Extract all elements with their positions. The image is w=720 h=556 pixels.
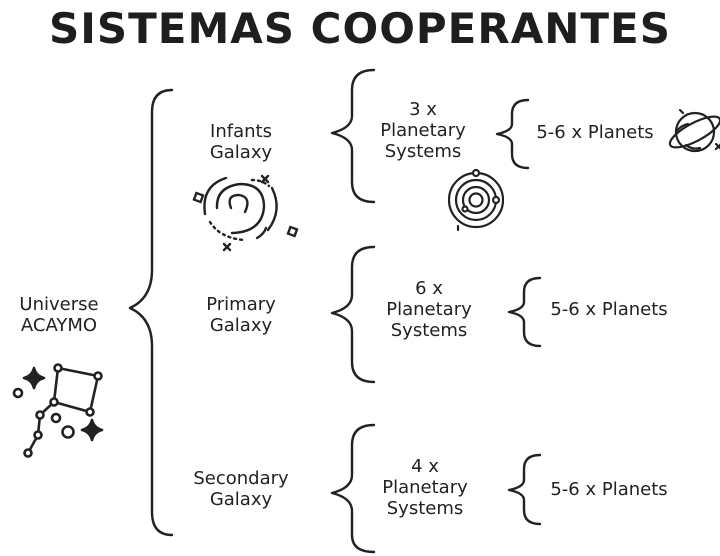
systems-label-infants: 3 x Planetary Systems <box>368 99 478 162</box>
solar-system-icon <box>447 168 505 232</box>
galaxy-label-primary: Primary Galaxy <box>181 294 301 336</box>
constellation-icon <box>12 363 104 458</box>
systems-word1: Planetary <box>382 477 468 498</box>
planets-label-infants: 5-6 x Planets <box>536 122 654 143</box>
systems-label-primary: 6 x Planetary Systems <box>374 278 484 341</box>
systems-word2: Systems <box>390 320 468 341</box>
galaxy-label-secondary: Secondary Galaxy <box>181 468 301 510</box>
systems-count: 4 x <box>411 456 439 477</box>
galaxy-icon <box>192 174 299 252</box>
systems-word1: Planetary <box>386 299 472 320</box>
systems-count: 6 x <box>415 278 443 299</box>
secondary-system-brace <box>507 453 542 526</box>
systems-word2: Systems <box>384 141 462 162</box>
galaxy-label-line1: Secondary <box>193 468 289 489</box>
galaxy-label-line1: Primary <box>206 294 276 315</box>
galaxy-label-line2: Galaxy <box>209 315 273 336</box>
primary-brace <box>330 245 376 384</box>
galaxy-label-line2: Galaxy <box>209 489 273 510</box>
infants-system-brace <box>495 98 530 170</box>
universe-label-line2: ACAYMO <box>20 315 98 336</box>
galaxy-label-line1: Infants <box>210 121 272 142</box>
universe-brace <box>128 88 174 537</box>
infants-brace <box>330 68 376 204</box>
systems-word1: Planetary <box>380 120 466 141</box>
primary-system-brace <box>507 276 542 348</box>
systems-count: 3 x <box>409 99 437 120</box>
planets-label-primary: 5-6 x Planets <box>550 299 668 320</box>
page-title: SISTEMAS COOPERANTES <box>49 4 671 53</box>
systems-word2: Systems <box>386 498 464 519</box>
universe-label: Universe ACAYMO <box>4 294 114 336</box>
secondary-brace <box>330 423 376 554</box>
universe-label-line1: Universe <box>19 294 99 315</box>
planet-icon <box>668 108 720 153</box>
galaxy-label-line2: Galaxy <box>209 142 273 163</box>
galaxy-label-infants: Infants Galaxy <box>181 121 301 163</box>
planets-label-secondary: 5-6 x Planets <box>550 479 668 500</box>
systems-label-secondary: 4 x Planetary Systems <box>370 456 480 519</box>
